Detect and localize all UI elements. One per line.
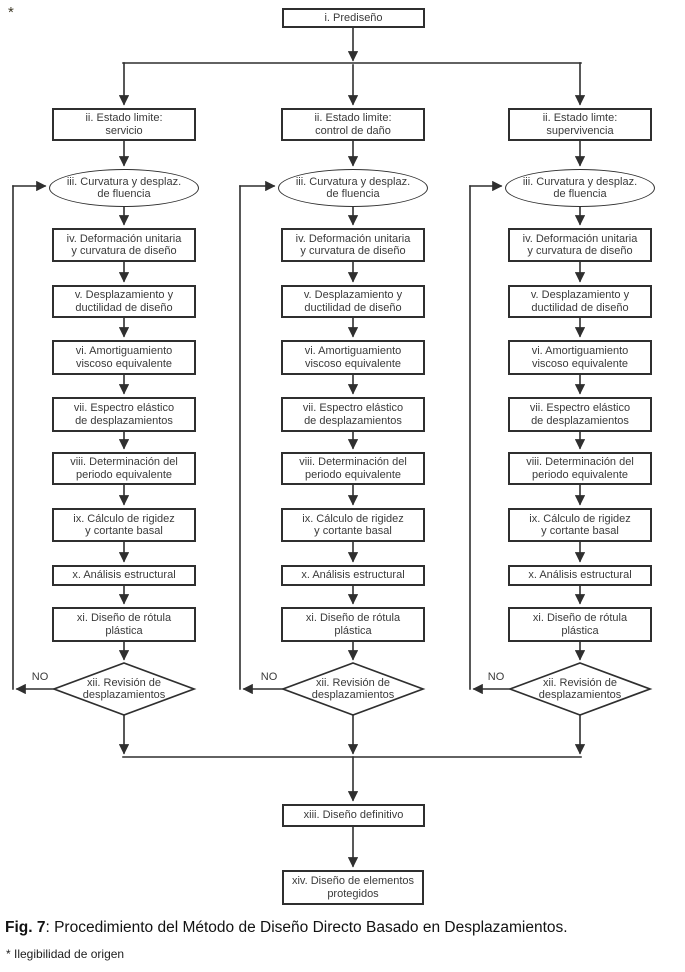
figure-caption-label: Fig. 7 [5, 919, 46, 936]
decision-diamond-shape [51, 662, 197, 716]
node-equivalent-period: viii. Determinación del periodo equivale… [52, 452, 196, 485]
node-yield-curvature: iii. Curvatura y desplaz. de fluencia [49, 169, 199, 207]
node-equivalent-period: viii. Determinación del periodo equivale… [508, 452, 652, 485]
node-stiffness-base-shear: ix. Cálculo de rigidez y cortante basal [281, 508, 425, 542]
node-displacement-spectrum: vii. Espectro elástico de desplazamiento… [52, 397, 196, 432]
node-strain-design-curvature: iv. Deformación unitaria y curvatura de … [508, 228, 652, 262]
figure-footnote: * Ilegibilidad de origen [6, 947, 125, 961]
node-displacement-review: xii. Revisión de desplazamientos [311, 676, 395, 702]
decision-diamond-shape [280, 662, 426, 716]
no-branch-label: NO [260, 671, 278, 683]
figure-caption-text: : Procedimiento del Método de Diseño Dir… [45, 919, 568, 936]
no-branch-label: NO [31, 671, 49, 683]
node-yield-curvature: iii. Curvatura y desplaz. de fluencia [505, 169, 655, 207]
node-strain-design-curvature: iv. Deformación unitaria y curvatura de … [52, 228, 196, 262]
node-displacement-ductility: v. Desplazamiento y ductilidad de diseño [281, 285, 425, 318]
no-branch-label: NO [487, 671, 505, 683]
node-predesign: i. Prediseño [282, 8, 425, 28]
node-displacement-review: xii. Revisión de desplazamientos [538, 676, 622, 702]
node-limit-state-servicio: ii. Estado limite: servicio [52, 108, 196, 141]
node-plastic-hinge-design: xi. Diseño de rótula plástica [508, 607, 652, 642]
node-displacement-spectrum: vii. Espectro elástico de desplazamiento… [281, 397, 425, 432]
node-structural-analysis: x. Análisis estructural [52, 565, 196, 586]
node-limit-state-control-dano: ii. Estado limite: control de daño [281, 108, 425, 141]
node-displacement-ductility: v. Desplazamiento y ductilidad de diseño [52, 285, 196, 318]
node-strain-design-curvature: iv. Deformación unitaria y curvatura de … [281, 228, 425, 262]
node-viscous-damping: vi. Amortiguamiento viscoso equivalente [281, 340, 425, 375]
node-displacement-review: xii. Revisión de desplazamientos [82, 676, 166, 702]
node-plastic-hinge-design: xi. Diseño de rótula plástica [52, 607, 196, 642]
node-equivalent-period: viii. Determinación del periodo equivale… [281, 452, 425, 485]
node-protected-elements: xiv. Diseño de elementos protegidos [282, 870, 424, 905]
node-structural-analysis: x. Análisis estructural [508, 565, 652, 586]
figure-caption: Fig. 7: Procedimiento del Método de Dise… [5, 919, 681, 937]
node-viscous-damping: vi. Amortiguamiento viscoso equivalente [508, 340, 652, 375]
node-displacement-ductility: v. Desplazamiento y ductilidad de diseño [508, 285, 652, 318]
node-plastic-hinge-design: xi. Diseño de rótula plástica [281, 607, 425, 642]
top-note-asterisk: * [8, 4, 14, 21]
node-limit-state-supervivencia: ii. Estado limte: supervivencia [508, 108, 652, 141]
node-yield-curvature: iii. Curvatura y desplaz. de fluencia [278, 169, 428, 207]
node-stiffness-base-shear: ix. Cálculo de rigidez y cortante basal [508, 508, 652, 542]
decision-diamond-shape [507, 662, 653, 716]
node-displacement-spectrum: vii. Espectro elástico de desplazamiento… [508, 397, 652, 432]
node-final-design: xiii. Diseño definitivo [282, 804, 425, 827]
node-structural-analysis: x. Análisis estructural [281, 565, 425, 586]
node-viscous-damping: vi. Amortiguamiento viscoso equivalente [52, 340, 196, 375]
node-stiffness-base-shear: ix. Cálculo de rigidez y cortante basal [52, 508, 196, 542]
